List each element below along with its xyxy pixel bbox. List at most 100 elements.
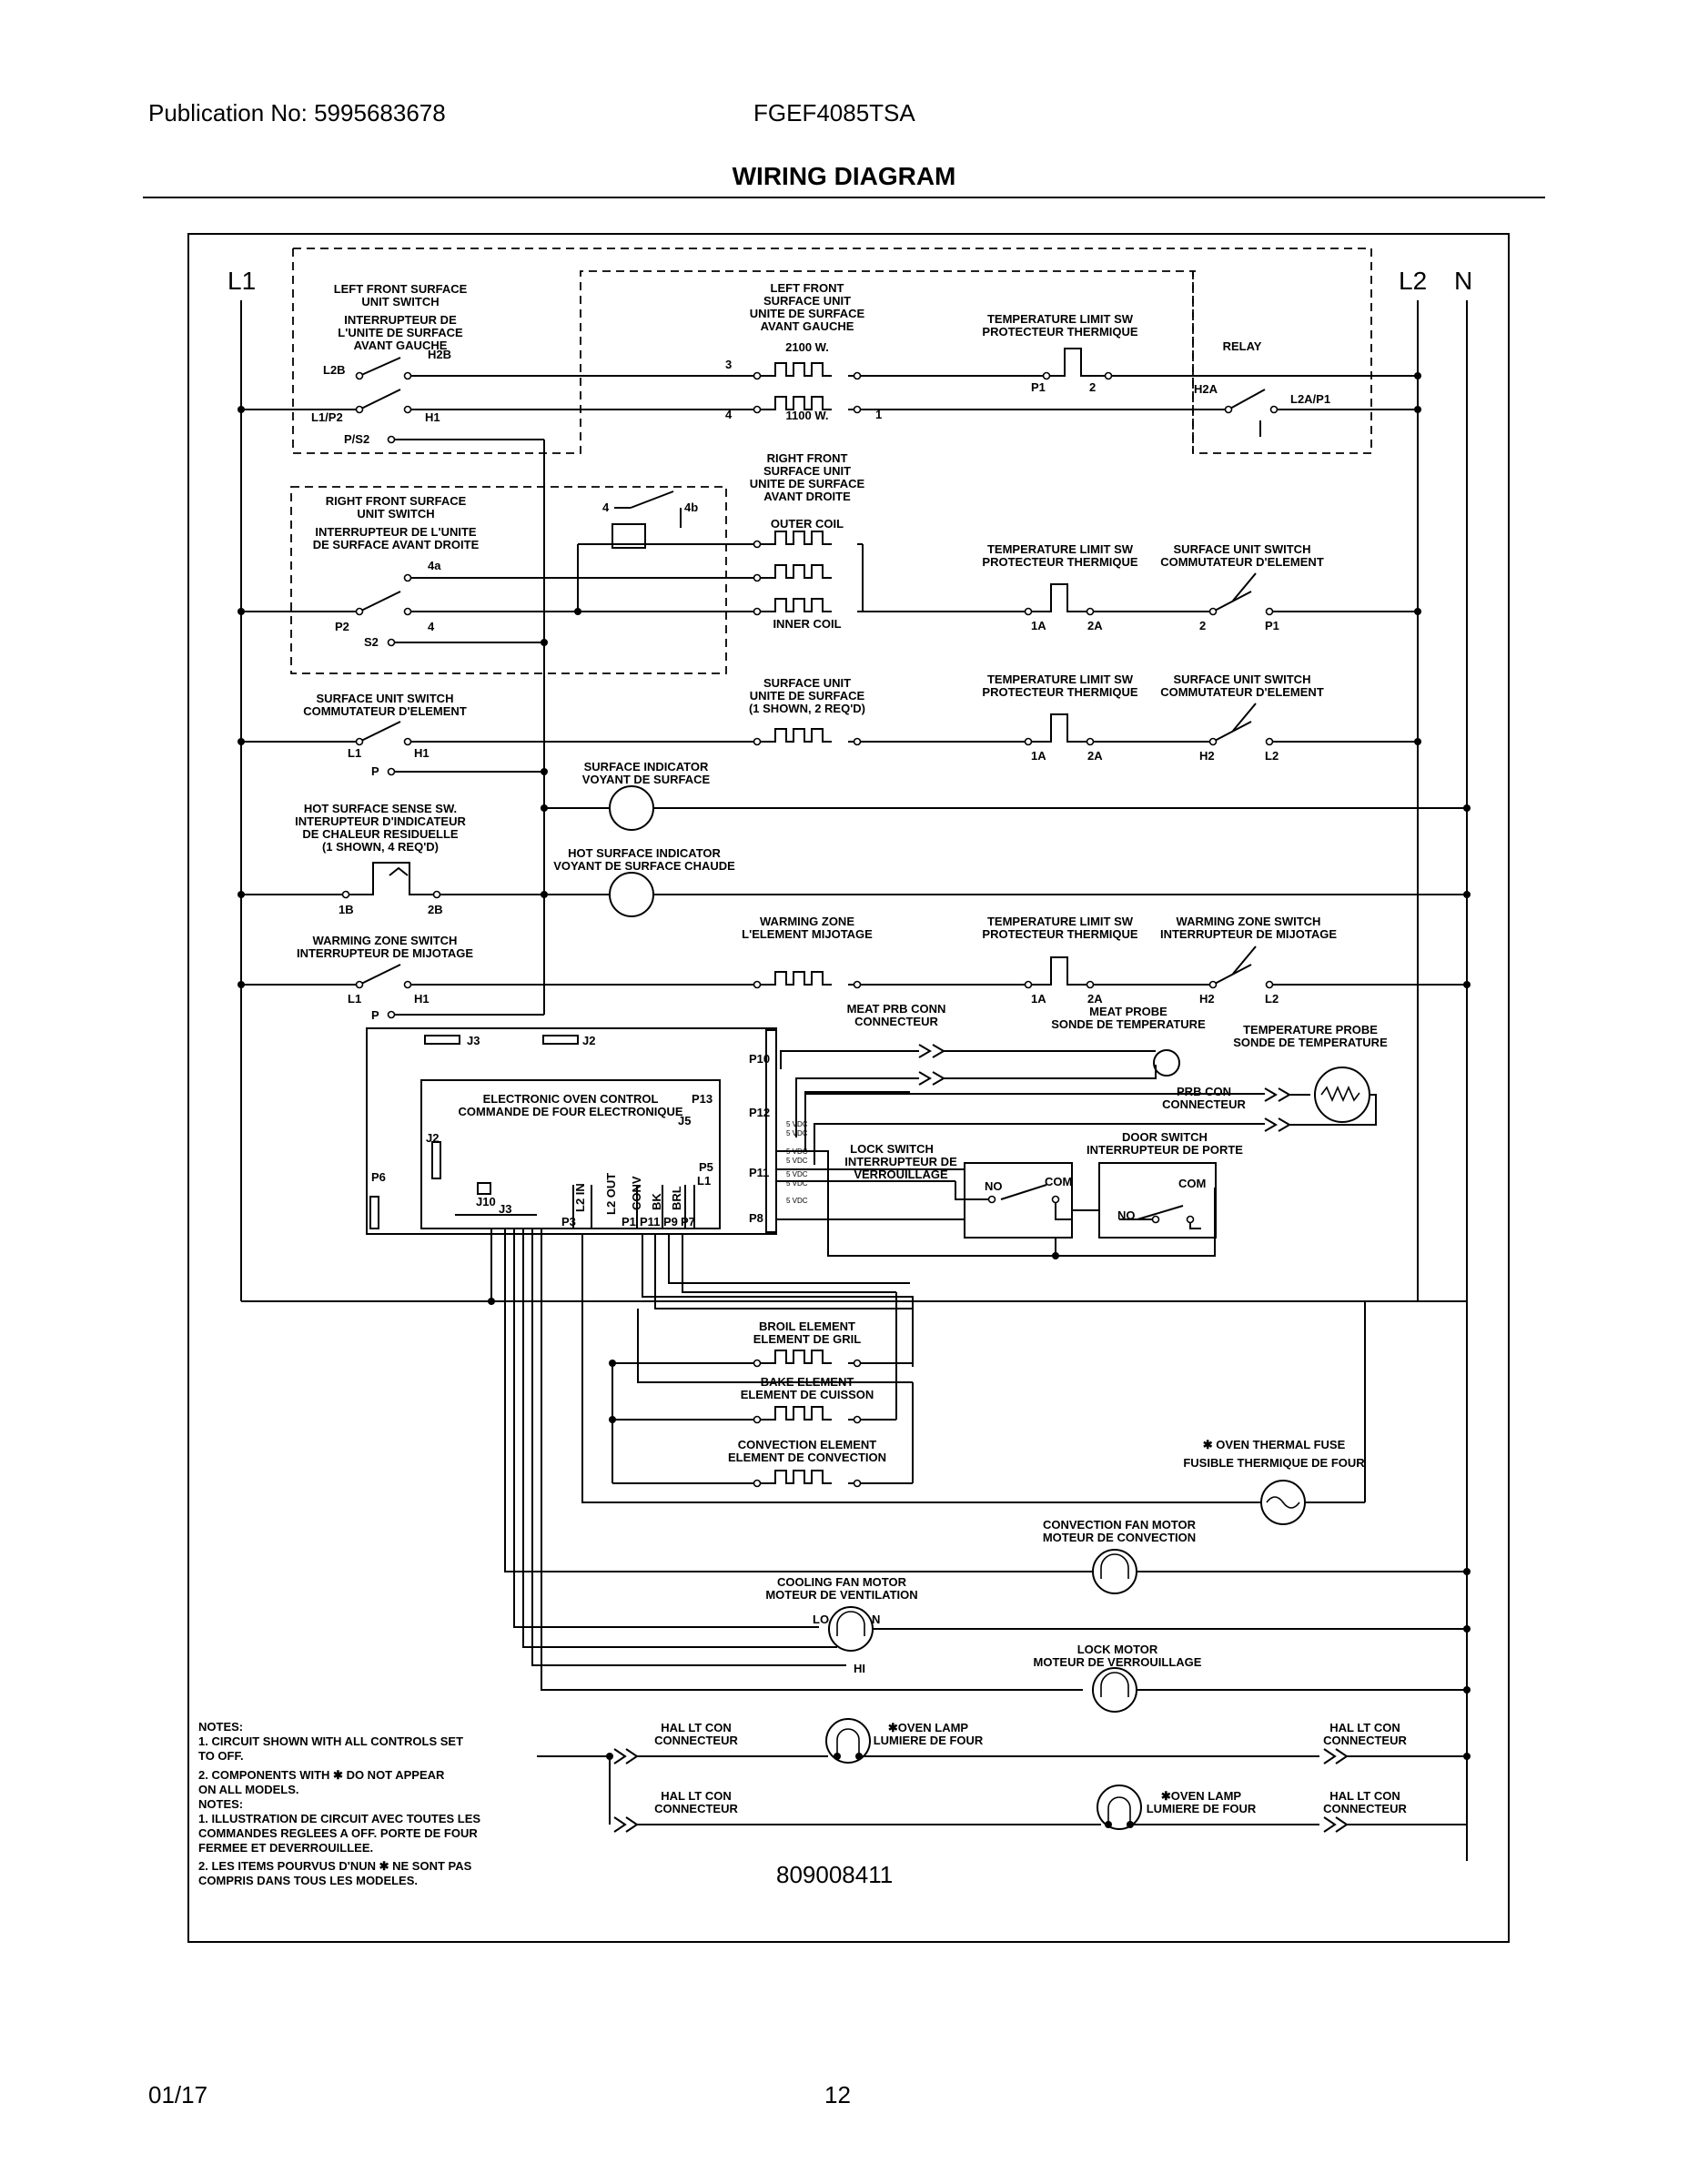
board-j3b: J3 — [499, 1202, 511, 1216]
probe-lock-door-labels: MEAT PRB CONN CONNECTEUR MEAT PROBE SOND… — [844, 1002, 1388, 1222]
label-su-switch-1b: COMMUTATEUR D'ELEMENT — [1160, 555, 1324, 569]
motor-section — [504, 1228, 1471, 1713]
label-rf-unit-4: AVANT DROITE — [763, 490, 851, 503]
label-eoc-2: COMMANDE DE FOUR ELECTRONIQUE — [459, 1105, 683, 1118]
pin-bk: BK — [650, 1193, 663, 1210]
label-broil-2: ELEMENT DE GRIL — [753, 1332, 862, 1346]
enclosures — [290, 248, 1372, 674]
term-4a: 4a — [428, 559, 441, 572]
oven-element-labels: BROIL ELEMENT ELEMENT DE GRIL BAKE ELEME… — [728, 1320, 1365, 1470]
right-front-labels: RIGHT FRONT SURFACE UNIT SWITCH INTERRUP… — [313, 451, 1324, 649]
label-lf-switch-5: AVANT GAUCHE — [354, 339, 448, 352]
term-2: 2 — [1089, 380, 1096, 394]
term-fan-n: N — [872, 1613, 880, 1626]
label-meat-probe-2: SONDE DE TEMPERATURE — [1051, 1017, 1206, 1031]
footer-page: 12 — [824, 2081, 851, 2108]
motor-labels: CONVECTION FAN MOTOR MOTEUR DE CONVECTIO… — [765, 1518, 1201, 1675]
label-rf-switch-2: UNIT SWITCH — [357, 507, 434, 521]
label-rf-switch-4: DE SURFACE AVANT DROITE — [313, 538, 480, 551]
term-1a: 1A — [1031, 619, 1046, 632]
label-lf-switch-1: LEFT FRONT SURFACE — [334, 282, 468, 296]
label-hal-conn-1b: CONNECTEUR — [654, 1734, 738, 1747]
label-surface-indicator-2: VOYANT DE SURFACE — [582, 773, 711, 786]
term-door-no: NO — [1117, 1208, 1136, 1222]
label-2100w: 2100 W. — [785, 340, 829, 354]
label-lf-unit-1: LEFT FRONT — [771, 281, 844, 295]
diagram-frame — [187, 233, 1510, 1943]
label-inner-coil: INNER COIL — [773, 617, 841, 631]
term-l2b: L2B — [323, 363, 346, 377]
term-su-l2: L2 — [1265, 749, 1279, 763]
term-wz-l2: L2 — [1265, 992, 1279, 1006]
indicator-labels: SURFACE INDICATOR VOYANT DE SURFACE HOT … — [295, 760, 735, 916]
label-surface-unit-2: UNITE DE SURFACE — [750, 689, 865, 703]
term-su-h1: H1 — [414, 746, 430, 760]
board-p8: P8 — [749, 1211, 763, 1225]
term-1b: 1B — [339, 903, 354, 916]
label-temp-probe-2: SONDE DE TEMPERATURE — [1233, 1036, 1388, 1049]
warming-zone-labels: WARMING ZONE SWITCH INTERRUPTEUR DE MIJO… — [297, 915, 1337, 1022]
label-convection-1: CONVECTION ELEMENT — [738, 1438, 876, 1451]
term-ps2: P/S2 — [344, 432, 369, 446]
note-line-7: 1. ILLUSTRATION DE CIRCUIT AVEC TOUTES L… — [198, 1812, 480, 1825]
term-lo: LO — [813, 1613, 829, 1626]
notes-block: NOTES: 1. CIRCUIT SHOWN WITH ALL CONTROL… — [198, 1720, 480, 1887]
label-hal-conn-4a: HAL LT CON — [1329, 1789, 1400, 1803]
volt-4: 5 VDC — [786, 1157, 808, 1165]
label-relay: RELAY — [1223, 339, 1262, 353]
power-rails — [240, 300, 1468, 1861]
label-hot-sense-4: (1 SHOWN, 4 REQ'D) — [322, 840, 439, 854]
label-bake-2: ELEMENT DE CUISSON — [741, 1388, 874, 1401]
board-p12: P12 — [749, 1106, 770, 1119]
label-hot-sense-3: DE CHALEUR RESIDUELLE — [302, 827, 459, 841]
label-rf-unit-1: RIGHT FRONT — [767, 451, 848, 465]
note-line-10: 2. LES ITEMS POURVUS D'NUN ✱ NE SONT PAS — [198, 1859, 472, 1873]
label-temp-limit-3b: PROTECTEUR THERMIQUE — [982, 685, 1138, 699]
term-3: 3 — [725, 358, 732, 371]
label-temp-limit-2b: PROTECTEUR THERMIQUE — [982, 555, 1138, 569]
note-line-11: COMPRIS DANS TOUS LES MODELES. — [198, 1874, 418, 1887]
note-line-8: COMMANDES REGLEES A OFF. PORTE DE FOUR — [198, 1826, 478, 1840]
board-p6: P6 — [371, 1170, 386, 1184]
board-l1: L1 — [697, 1174, 711, 1188]
label-wz-switch-r2: INTERRUPTEUR DE MIJOTAGE — [1160, 927, 1337, 941]
label-su-switch-3b: COMMUTATEUR D'ELEMENT — [1160, 685, 1324, 699]
label-wz-element-2: L'ELEMENT MIJOTAGE — [742, 927, 873, 941]
oven-control-board — [366, 1027, 777, 1235]
label-lock-switch-2: INTERRUPTEUR DE — [844, 1155, 957, 1168]
label-hot-indicator-1: HOT SURFACE INDICATOR — [568, 846, 721, 860]
board-j2: J2 — [582, 1034, 595, 1047]
label-oven-lamp-1a: ✱OVEN LAMP — [888, 1721, 969, 1734]
pin-p9: P9 — [663, 1215, 678, 1228]
note-line-2: 1. CIRCUIT SHOWN WITH ALL CONTROLS SET — [198, 1734, 463, 1748]
label-prb-conn-1: PRB CON — [1177, 1085, 1231, 1098]
term-1: 1 — [875, 408, 882, 421]
term-wz-1a: 1A — [1031, 992, 1046, 1006]
label-lock-switch-3: VERROUILLAGE — [854, 1168, 948, 1181]
note-line-1: NOTES: — [198, 1720, 243, 1734]
title-rule — [143, 197, 1545, 198]
label-su-switch-1a: SURFACE UNIT SWITCH — [1174, 542, 1311, 556]
label-hal-conn-3a: HAL LT CON — [661, 1789, 732, 1803]
term-h2a: H2A — [1194, 382, 1218, 396]
label-temp-probe-1: TEMPERATURE PROBE — [1243, 1023, 1378, 1036]
label-lock-switch-1: LOCK SWITCH — [850, 1142, 934, 1156]
label-wz-element-1: WARMING ZONE — [760, 915, 854, 928]
volt-7: 5 VDC — [786, 1197, 808, 1205]
label-wz-switch-l1: WARMING ZONE SWITCH — [313, 934, 458, 947]
label-su-switch-2b: COMMUTATEUR D'ELEMENT — [303, 704, 467, 718]
board-p5: P5 — [699, 1160, 713, 1174]
label-1100w: 1100 W. — [786, 409, 829, 422]
label-fuse-2: FUSIBLE THERMIQUE DE FOUR — [1183, 1456, 1365, 1470]
pin-p3: P3 — [561, 1215, 576, 1228]
volt-6: 5 VDC — [786, 1179, 808, 1188]
label-convection-2: ELEMENT DE CONVECTION — [728, 1451, 886, 1464]
term-2a: 2A — [1087, 619, 1103, 632]
term-h1: H1 — [425, 410, 440, 424]
term-su-p: P — [371, 764, 379, 778]
label-rf-switch-1: RIGHT FRONT SURFACE — [326, 494, 467, 508]
label-lock-motor-2: MOTEUR DE VERROUILLAGE — [1034, 1655, 1202, 1669]
label-conv-fan-2: MOTEUR DE CONVECTION — [1043, 1531, 1196, 1544]
label-fuse-1: ✱ OVEN THERMAL FUSE — [1203, 1438, 1346, 1451]
